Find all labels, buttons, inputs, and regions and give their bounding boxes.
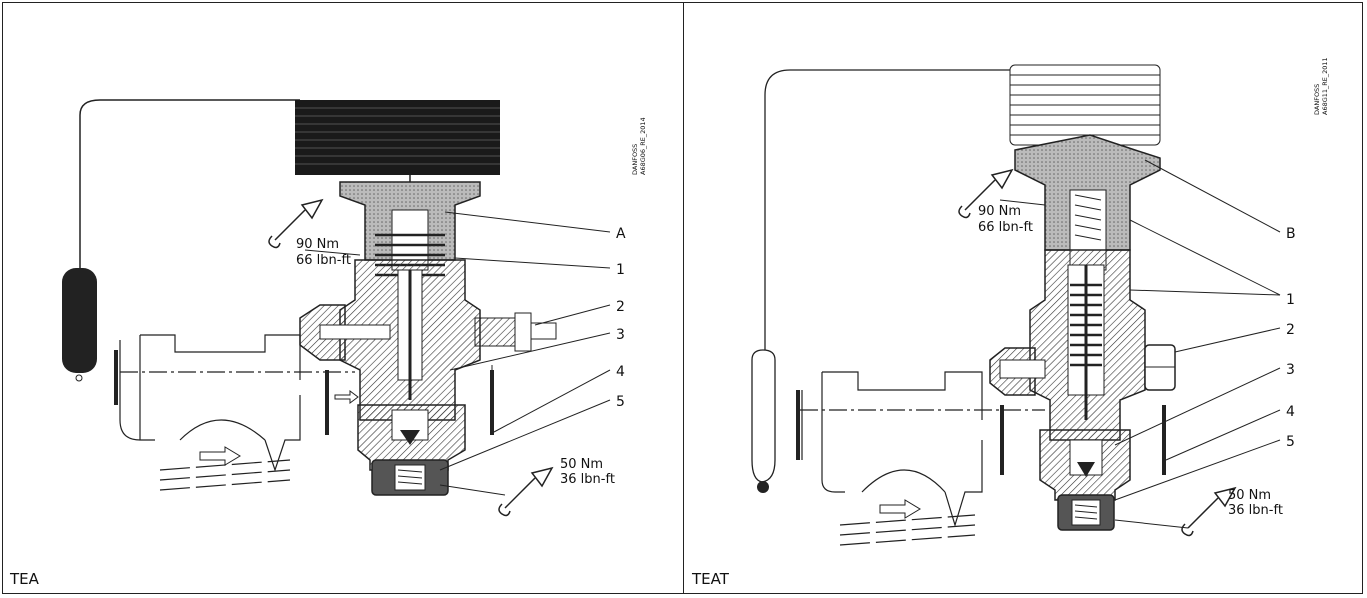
- drawing-code: DANFOSS: [1313, 84, 1321, 115]
- torque-value: 90 Nm: [296, 237, 339, 252]
- callout-label: 1: [1286, 292, 1295, 308]
- callout-label: 2: [616, 299, 625, 315]
- callout-label: 3: [1286, 362, 1295, 378]
- callout-label: 4: [1286, 404, 1295, 420]
- callout-label: 1: [616, 262, 625, 278]
- capillary-coil: [295, 100, 500, 175]
- leader-lines: [999, 159, 1281, 529]
- torque-value: 50 Nm: [560, 457, 603, 472]
- torque-value: 66 lbn-ft: [978, 220, 1033, 235]
- sensing-bulb: [751, 349, 776, 483]
- callout-label: 5: [1286, 434, 1295, 450]
- panel-caption: TEA: [10, 570, 39, 588]
- callout-label: 2: [1286, 322, 1295, 338]
- torque-value: 50 Nm: [1228, 488, 1271, 503]
- flow-arrow-small: [334, 390, 359, 404]
- callout-label: B: [1286, 226, 1296, 242]
- leader-lines: [304, 211, 611, 496]
- drawing-code: DANFOSS: [631, 144, 639, 175]
- torque-value: 66 lbn-ft: [296, 253, 351, 268]
- wrench-icon: [268, 198, 324, 249]
- equalizer-right: [474, 317, 516, 347]
- callout-label: A: [616, 226, 626, 242]
- pipe-flange: [800, 371, 1045, 546]
- drawing-code: A68G11_RE_2011: [1321, 57, 1329, 115]
- flow-arrow: [879, 499, 921, 519]
- torque-value: 90 Nm: [978, 204, 1021, 219]
- capillary-tube: [764, 69, 1010, 380]
- wrench-icon: [958, 168, 1014, 219]
- panel-divider: [683, 2, 684, 594]
- torque-value: 36 lbn-ft: [1228, 503, 1283, 518]
- panel-caption: TEAT: [692, 570, 729, 588]
- svg-text:DANFOSS: DANFOSS: [631, 144, 639, 175]
- spring: [375, 233, 445, 277]
- svg-text:A68G06_RE_2014: A68G06_RE_2014: [639, 117, 647, 175]
- svg-text:A68G11_RE_2011: A68G11_RE_2011: [1321, 57, 1329, 115]
- teat-valve-drawing: [751, 64, 1281, 546]
- callout-label: 3: [616, 327, 625, 343]
- wrench-icon: [498, 466, 554, 517]
- tea-valve-drawing: [62, 99, 611, 517]
- drawing-code: A68G06_RE_2014: [639, 117, 647, 175]
- svg-text:DANFOSS: DANFOSS: [1313, 84, 1321, 115]
- flow-arrow: [199, 446, 241, 466]
- callout-label: 5: [616, 394, 625, 410]
- capillary-tube: [79, 99, 300, 268]
- callout-label: 4: [616, 364, 625, 380]
- torque-value: 36 lbn-ft: [560, 472, 615, 487]
- capillary-coil: [1009, 64, 1161, 146]
- sensing-bulb: [62, 268, 97, 373]
